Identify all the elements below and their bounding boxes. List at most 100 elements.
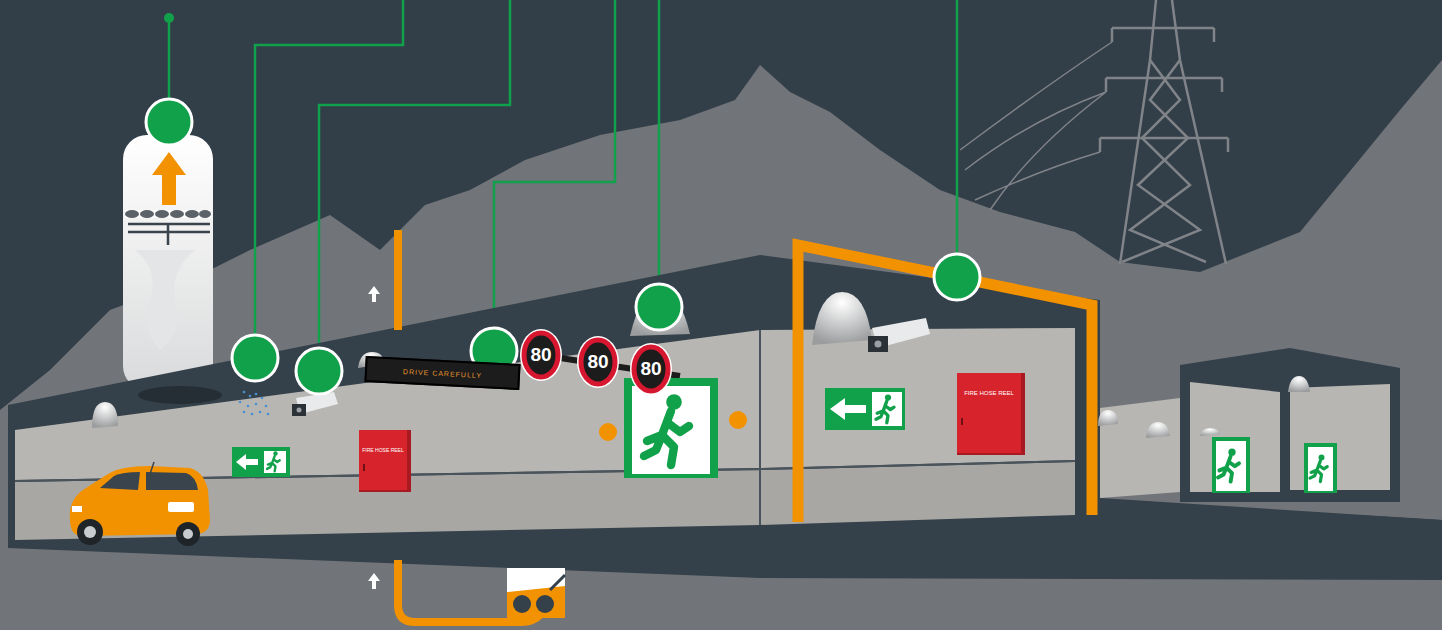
drainage-pit xyxy=(536,595,554,613)
exit-sign xyxy=(1216,441,1246,491)
floor-right xyxy=(1100,498,1442,560)
cctv-camera xyxy=(872,318,930,348)
cctv-camera xyxy=(292,404,306,416)
exit-sign xyxy=(825,388,905,430)
water-spray xyxy=(247,405,250,408)
side-tunnel xyxy=(1180,348,1400,502)
exit-sign xyxy=(599,423,617,441)
speed-sign: 80 xyxy=(519,328,563,382)
power-pylon xyxy=(1122,60,1206,262)
leader-dot xyxy=(164,13,174,23)
drainage-pit xyxy=(513,595,531,613)
car xyxy=(168,502,194,512)
drainage-pit xyxy=(507,568,565,592)
drainage-pit xyxy=(507,568,565,618)
car xyxy=(146,472,198,490)
speed-sign: 80 xyxy=(629,342,673,396)
water-spray xyxy=(261,397,264,400)
water-spray xyxy=(243,411,246,414)
callout-circle xyxy=(636,284,682,330)
water-spray xyxy=(267,413,270,416)
exit-sign xyxy=(232,378,1337,493)
exit-sign xyxy=(1218,449,1239,482)
cabinet-handle xyxy=(961,418,963,425)
drainage-pit xyxy=(550,575,565,590)
tunnel-wall xyxy=(15,328,1075,480)
speed-sign: 80 xyxy=(576,335,620,389)
exit-sign xyxy=(1304,443,1337,493)
cctv-camera xyxy=(875,341,882,348)
exit-sign xyxy=(264,451,286,473)
leader-lines xyxy=(494,0,615,328)
exit-sign xyxy=(876,394,894,422)
leader-lines xyxy=(956,0,959,254)
ventilation-shaft xyxy=(125,210,211,218)
sign-text: FIRE HOSE REEL xyxy=(964,390,1014,396)
leader-lines xyxy=(319,0,510,348)
ceiling-lamp xyxy=(92,402,118,428)
flow-arrow xyxy=(368,573,380,589)
ventilation-shaft xyxy=(135,250,195,350)
sign-text: 80 xyxy=(640,358,661,380)
callout-circle xyxy=(146,99,980,394)
exit-sign xyxy=(644,394,689,465)
ceiling-lamp xyxy=(812,292,872,345)
power-pylon xyxy=(960,0,1228,264)
car xyxy=(150,462,154,474)
water-spray xyxy=(239,401,242,404)
leader-lines xyxy=(255,0,403,336)
ceiling-lamp xyxy=(1146,422,1170,438)
exit-sign xyxy=(232,447,290,477)
ceiling-lamp xyxy=(1288,376,1310,392)
exit-sign xyxy=(729,411,747,429)
ventilation-shaft xyxy=(125,210,211,218)
exit-sign xyxy=(1308,447,1333,491)
sign-text: DRIVE CAREFULLY xyxy=(403,367,482,378)
exit-sign xyxy=(624,378,718,478)
callout-circle xyxy=(934,254,980,300)
power-pylon xyxy=(1120,0,1226,264)
callout-circle xyxy=(296,348,342,394)
water-spray xyxy=(259,411,262,414)
mountain xyxy=(0,60,1442,630)
exit-sign xyxy=(1310,454,1327,481)
water-spray xyxy=(239,391,270,416)
cctv-camera xyxy=(297,408,302,413)
car xyxy=(183,529,193,539)
cabinet-handle xyxy=(363,464,365,471)
orange-pipe xyxy=(394,230,402,330)
exit-sign xyxy=(236,454,258,470)
shaft-opening xyxy=(138,386,222,404)
drainage-pit xyxy=(507,568,565,618)
exit-sign xyxy=(267,451,280,471)
leader-lines xyxy=(168,18,171,100)
exit-sign xyxy=(632,386,710,474)
ceiling-lamp xyxy=(1098,410,1118,426)
car xyxy=(176,522,200,546)
flow-arrow xyxy=(368,286,380,302)
sign-text: FIRE HOSE REEL xyxy=(362,447,403,453)
sign-text: 80 xyxy=(587,351,608,373)
water-spray xyxy=(255,393,258,396)
ventilation-shaft xyxy=(185,210,199,218)
ventilation-shaft xyxy=(170,210,184,218)
car xyxy=(72,506,82,512)
callout-circle xyxy=(146,99,192,145)
ventilation-shaft xyxy=(128,224,210,245)
ventilation-shaft xyxy=(123,135,213,390)
ventilation-shaft xyxy=(123,135,213,390)
tunnel-curb xyxy=(15,462,1075,540)
callout-circle xyxy=(232,335,278,381)
side-tunnel-wall xyxy=(1190,382,1280,492)
ceiling-lamp xyxy=(1200,428,1220,436)
ventilation-shaft xyxy=(140,210,154,218)
leader-lines xyxy=(658,0,661,284)
ventilation-shaft xyxy=(155,210,169,218)
water-spray xyxy=(265,405,268,408)
power-pylon xyxy=(960,42,1112,210)
power-pylon xyxy=(1100,28,1228,152)
cctv-camera xyxy=(868,336,888,352)
